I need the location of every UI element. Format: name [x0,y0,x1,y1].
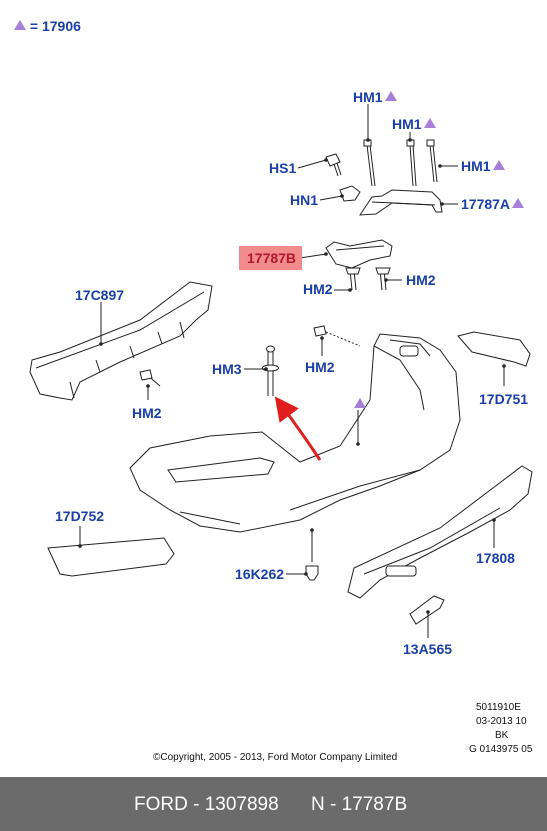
bolt-hm1-mid [406,139,417,187]
info-line-2: 03-2013 10 [476,716,527,727]
label-text: 13A565 [403,641,453,657]
clip-16k262 [305,565,319,581]
reflector-17d751 [457,331,531,367]
label-text: HM1 [353,89,383,105]
label-text: HS1 [269,160,297,176]
label-hm2-center[interactable]: HM2 [305,359,335,375]
label-text: 17808 [476,550,515,566]
label-17808[interactable]: 17808 [476,550,515,566]
triangle-marker-icon [354,398,366,408]
rivet-hm3 [262,345,279,396]
label-text: 16K262 [235,566,285,582]
cover-13a565 [409,595,445,625]
label-hm1-right[interactable]: HM1 [461,158,505,174]
label-text: 17D752 [55,508,105,524]
label-hs1[interactable]: HS1 [269,160,296,176]
label-text: HM2 [305,359,335,375]
label-text: HM1 [461,158,491,174]
bracket-17787b [325,239,393,269]
leader-lines [79,104,505,638]
label-text: 17D751 [479,391,529,407]
triangle-icon [492,160,505,170]
label-text: 17787A [461,196,511,212]
footer-reference: N - 17787B [311,794,408,815]
bolt-hm2-left [139,369,161,387]
installation-arrow [274,396,322,461]
label-text: HN1 [290,192,319,208]
triangle-icon [14,20,26,30]
label-hm1-mid[interactable]: HM1 [392,116,436,132]
leader-dots [78,138,506,614]
screw-hs1 [325,153,342,177]
bolt-hm1-right [426,139,438,183]
label-text: HM1 [392,116,422,132]
label-hn1[interactable]: HN1 [290,192,318,208]
label-hm2-mid[interactable]: HM2 [303,281,333,297]
label-text: 17787B [247,250,297,266]
bracket-17787a [359,189,443,216]
panel-17808 [347,465,533,599]
bolt-hm2-mid [345,267,361,291]
info-line-1: 5011910E [476,702,521,713]
copyright: ©Copyright, 2005 - 2013, Ford Motor Comp… [153,752,398,763]
label-17787b-highlighted[interactable]: 17787B [239,246,303,270]
bolt-hm2-center [313,325,361,347]
clip-hn1 [339,185,361,202]
label-16k262[interactable]: 16K262 [235,566,284,582]
bolt-hm2-right [375,267,391,291]
reflector-17d752 [47,537,175,577]
label-text: HM2 [406,272,436,288]
legend: = 17906 [14,18,81,34]
bumper-cover [129,333,461,533]
label-17d751[interactable]: 17D751 [479,391,528,407]
label-17d752[interactable]: 17D752 [55,508,104,524]
label-text: HM2 [132,405,162,421]
label-17787a[interactable]: 17787A [461,196,525,212]
bolt-hm1-top [363,139,376,187]
info-line-4: G 0143975 05 [469,744,533,755]
label-hm3[interactable]: HM3 [212,361,242,377]
label-text: 17C897 [75,287,125,303]
label-hm1-top[interactable]: HM1 [353,89,397,105]
legend-text: = 17906 [29,18,81,34]
label-text: HM3 [212,361,242,377]
label-hm2-right[interactable]: HM2 [406,272,436,288]
footer-bar: FORD - 1307898 N - 17787B [0,777,547,831]
triangle-icon [423,118,436,128]
label-text: HM2 [303,281,333,297]
footer-part-number: FORD - 1307898 [134,794,279,815]
absorber-17c897 [29,281,213,401]
triangle-icon [512,198,525,208]
label-hm2-left[interactable]: HM2 [132,405,162,421]
label-17c897[interactable]: 17C897 [75,287,124,303]
label-13a565[interactable]: 13A565 [403,641,452,657]
info-line-3: BK [495,730,509,741]
triangle-icon [384,91,397,101]
